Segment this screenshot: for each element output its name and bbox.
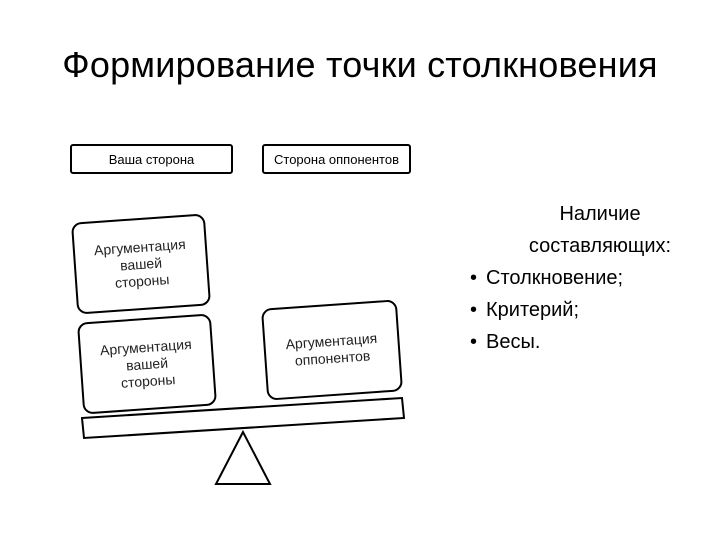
your-argument-weight-1: Аргументация вашей стороны — [70, 213, 212, 315]
scale-fulcrum — [214, 429, 272, 485]
opponents-side-label: Сторона оппонентов — [262, 144, 411, 174]
list-item-text: Критерий; — [486, 299, 580, 321]
list-item: • Весы. — [470, 326, 710, 358]
your-argument-weight-2: Аргументация вашей стороны — [76, 313, 218, 415]
bullet-icon: • — [470, 299, 478, 321]
list-item: • Столкновение; — [470, 262, 710, 294]
opponent-argument-weight: Аргументация оппонентов — [260, 299, 404, 401]
your-side-label: Ваша сторона — [70, 144, 233, 174]
page-title: Формирование точки столкновения — [62, 44, 658, 85]
opponents-side-label-text: Сторона оппонентов — [274, 151, 399, 167]
your-side-label-text: Ваша сторона — [108, 151, 195, 167]
list-item-text: Весы. — [486, 331, 541, 353]
bullet-icon: • — [470, 267, 478, 289]
components-list: Наличие составляющих: • Столкновение; • … — [470, 198, 710, 358]
scale-beam — [80, 396, 406, 440]
components-heading-line1: Наличие — [559, 203, 641, 225]
components-heading-line2: составляющих: — [528, 235, 672, 257]
bullet-icon: • — [470, 331, 478, 353]
list-item-text: Столкновение; — [486, 267, 624, 289]
list-item: • Критерий; — [470, 294, 710, 326]
